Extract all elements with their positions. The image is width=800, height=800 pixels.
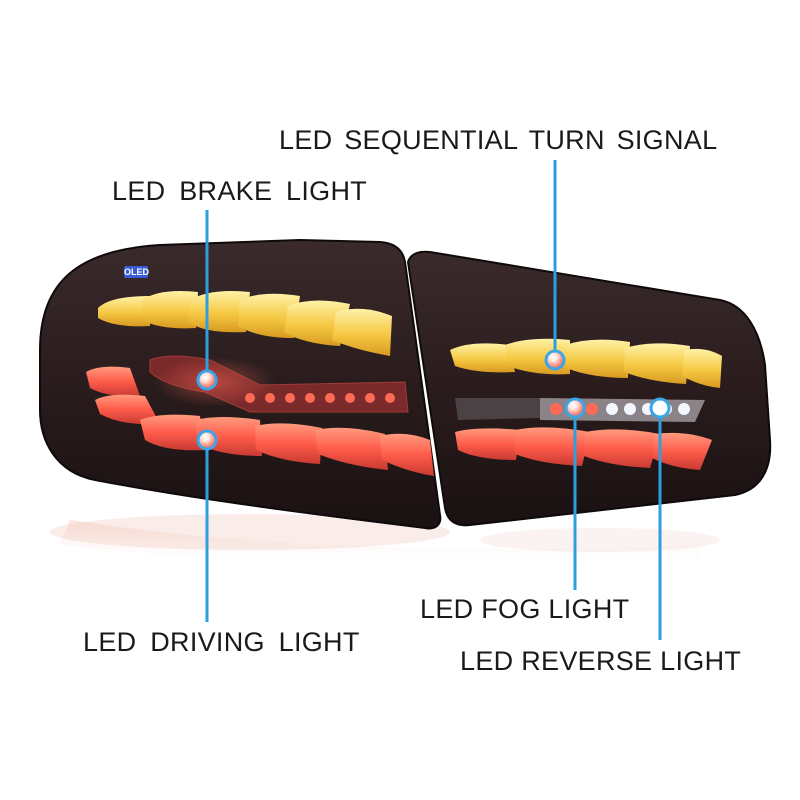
fog-dot — [564, 397, 586, 419]
left-driving-petals — [86, 366, 434, 476]
driving-light-label: LED DRIVING LIGHT — [83, 627, 360, 657]
callout-dots — [196, 349, 671, 451]
callout-lines — [205, 160, 662, 640]
oled-badge-text: OLED — [124, 267, 150, 277]
right-driving-petals — [455, 427, 712, 470]
turn-signal-label: LED SEQUENTIAL TURN SIGNAL — [279, 125, 718, 155]
reverse-light-label: LED REVERSE LIGHT — [460, 646, 742, 676]
brake-dot — [196, 369, 218, 391]
brake-light-label: LED BRAKE LIGHT — [112, 176, 368, 206]
right-lamp — [406, 250, 772, 527]
left-lamp — [39, 238, 442, 530]
left-turn-signal-petals — [98, 291, 392, 356]
oled-badge — [124, 266, 148, 278]
reverse-dot — [649, 397, 671, 419]
fog-light-label: LED FOG LIGHT — [420, 594, 630, 624]
turn-signal-dot — [544, 349, 566, 371]
driving-dot — [196, 429, 218, 451]
